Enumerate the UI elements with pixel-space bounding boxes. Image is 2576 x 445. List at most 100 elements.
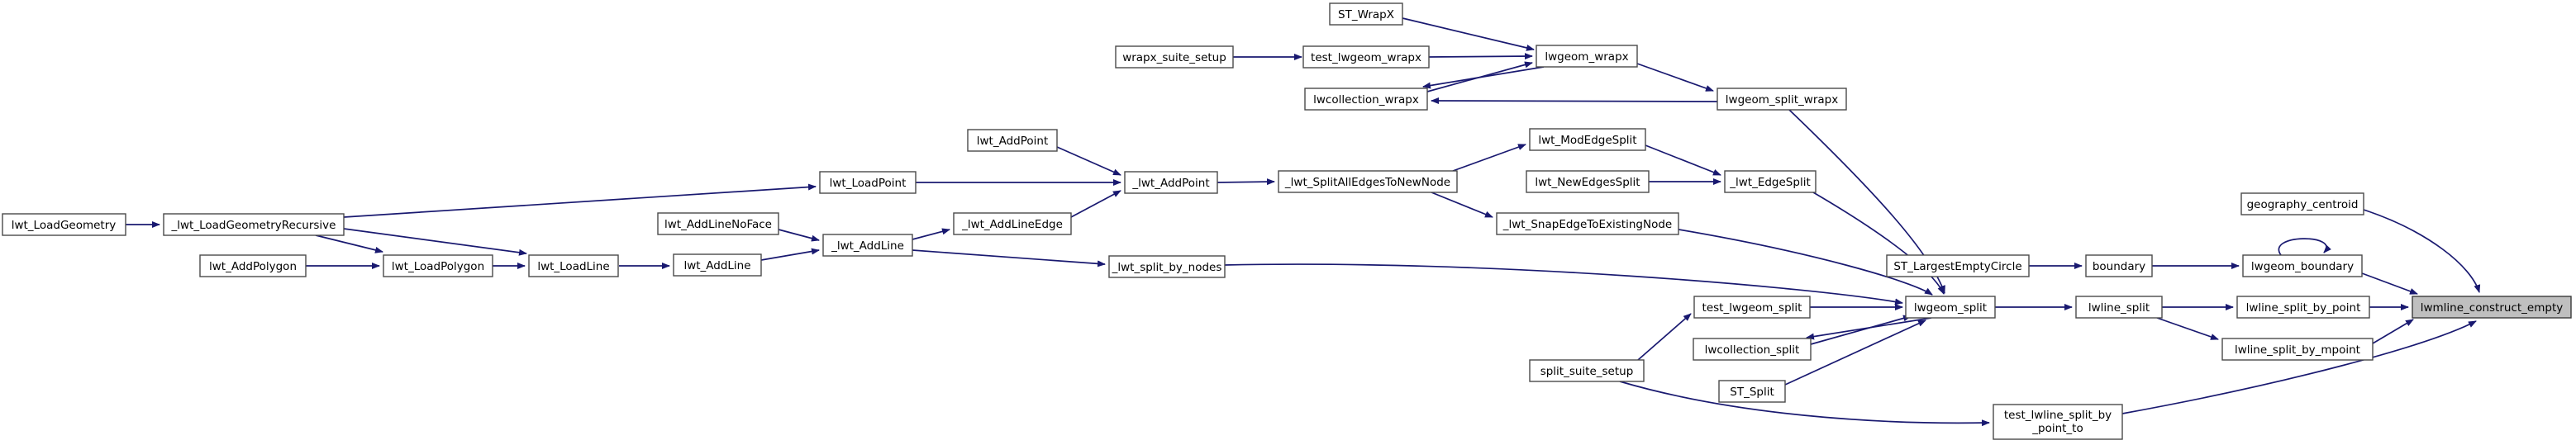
node-lwt-addlineedge[interactable]: _lwt_AddLineEdge	[953, 212, 1072, 235]
node-label[interactable]: _lwt_SplitAllEdgesToNewNode	[1284, 176, 1450, 189]
node-label[interactable]: lwt_AddPolygon	[209, 260, 297, 273]
node-boundary[interactable]: boundary	[2085, 254, 2153, 277]
node-lwt-loadgeometryrecursive[interactable]: _lwt_LoadGeometryRecursive	[163, 213, 345, 236]
node-lwt-snapedgetoexistingnode[interactable]: _lwt_SnapEdgeToExistingNode	[1496, 212, 1679, 235]
node-lwt-splitalledgestonewnode[interactable]: _lwt_SplitAllEdgesToNewNode	[1278, 170, 1458, 193]
node-label[interactable]: _lwt_AddPoint	[1131, 177, 1209, 190]
node-lwt-loadpolygon[interactable]: lwt_LoadPolygon	[383, 254, 493, 277]
edge-layer	[126, 17, 2481, 427]
node-label[interactable]: lwmline_construct_empty	[2421, 301, 2564, 315]
node-lwt-loadline[interactable]: lwt_LoadLine	[528, 254, 619, 277]
node-lwmline-construct-empty[interactable]: lwmline_construct_empty	[2412, 296, 2572, 319]
node-label[interactable]: test_lwgeom_split	[1702, 301, 1802, 315]
node-label[interactable]: test_lwgeom_wrapx	[1311, 51, 1421, 64]
edge-st-split-to-lwgeom-split	[1784, 320, 1926, 386]
node-label[interactable]: lwgeom_boundary	[2251, 260, 2354, 273]
node-label[interactable]: lwcollection_wrapx	[1313, 93, 1419, 107]
node-label[interactable]: lwcollection_split	[1705, 343, 1800, 357]
node-lwgeom-boundary[interactable]: lwgeom_boundary	[2242, 254, 2363, 277]
node-lwt-loadpoint[interactable]: lwt_LoadPoint	[819, 171, 917, 194]
node-st-largestemptycircle[interactable]: ST_LargestEmptyCircle	[1886, 254, 2030, 277]
node-lwt-modedgesplit[interactable]: lwt_ModEdgeSplit	[1529, 128, 1646, 151]
node-label[interactable]: lwgeom_split	[1914, 301, 1987, 315]
node-label[interactable]: _lwt_LoadGeometryRecursive	[171, 219, 336, 232]
edge-test-lwgeom-wrapx-to-lwgeom-wrapx	[1428, 53, 1533, 60]
node-lwt-addpoint-private[interactable]: _lwt_AddPoint	[1124, 171, 1218, 194]
node-lwline-split-by-point[interactable]: lwline_split_by_point	[2236, 296, 2370, 319]
node-label[interactable]: lwline_split	[2088, 301, 2150, 315]
node-lwline-split[interactable]: lwline_split	[2075, 296, 2163, 319]
node-label[interactable]: _lwt_SnapEdgeToExistingNode	[1502, 218, 1672, 231]
node-label[interactable]: lwgeom_wrapx	[1545, 50, 1628, 64]
edge-lwt-addline-priv-to-split-by-nodes	[912, 249, 1106, 267]
node-lwt-addpoint[interactable]: lwt_AddPoint	[967, 129, 1058, 152]
node-label[interactable]: split_suite_setup	[1540, 365, 1634, 378]
node-test-lwgeom-split[interactable]: test_lwgeom_split	[1693, 296, 1811, 319]
node-lwgeom-split[interactable]: lwgeom_split	[1905, 296, 1996, 319]
edge-addlineedge-to-addpoint-priv	[1070, 190, 1121, 218]
node-lwt-split-by-nodes[interactable]: _lwt_split_by_nodes	[1108, 255, 1226, 278]
node-lwt-loadgeometry[interactable]: lwt_LoadGeometry	[2, 213, 126, 236]
node-test-lwgeom-wrapx[interactable]: test_lwgeom_wrapx	[1302, 45, 1430, 69]
node-lwt-addline[interactable]: lwt_AddLine	[673, 253, 762, 277]
node-lwline-split-by-mpoint[interactable]: lwline_split_by_mpoint	[2221, 338, 2374, 361]
node-lwt-addline-private[interactable]: _lwt_AddLine	[822, 234, 913, 257]
node-label[interactable]: geography_centroid	[2247, 198, 2359, 211]
node-label[interactable]: lwt_AddPoint	[977, 135, 1049, 148]
edge-split-suite-setup-to-test-lwline-split	[1619, 381, 1990, 427]
node-st-split[interactable]: ST_Split	[1718, 380, 1786, 403]
edge-lwcollection-split-to-lwgeom-split	[1810, 315, 1912, 345]
edge-recursive-to-lwt-loadline	[343, 228, 527, 256]
edge-lwline-split-to-by-mpoint	[2156, 317, 2219, 340]
node-label[interactable]: lwt_LoadGeometry	[12, 219, 117, 232]
node-label[interactable]: test_lwline_split_by_point_to	[2004, 409, 2112, 435]
node-lwgeom-split-wrapx[interactable]: lwgeom_split_wrapx	[1717, 88, 1847, 111]
node-label[interactable]: _lwt_AddLineEdge	[961, 218, 1063, 231]
edge-lwt-addpoint-to-addpoint-priv	[1056, 146, 1121, 176]
edge-recursive-to-lwt-loadpolygon	[315, 234, 383, 253]
edge-st-wrapx-to-lwgeom-wrapx	[1402, 17, 1535, 51]
node-label[interactable]: lwt_LoadLine	[537, 260, 609, 273]
node-lwcollection-split[interactable]: lwcollection_split	[1693, 338, 1812, 361]
node-label[interactable]: lwt_ModEdgeSplit	[1538, 134, 1636, 147]
node-st-wrapx[interactable]: ST_WrapX	[1329, 2, 1403, 26]
node-label[interactable]: lwt_AddLine	[683, 259, 750, 272]
edge-edgesplit-to-lwgeom-split	[1812, 192, 1945, 295]
node-label[interactable]: ST_LargestEmptyCircle	[1893, 260, 2021, 273]
node-label[interactable]: lwt_LoadPolygon	[392, 260, 484, 273]
node-lwt-newedgessplit[interactable]: lwt_NewEdgesSplit	[1526, 170, 1650, 193]
node-label[interactable]: lwt_LoadPoint	[830, 177, 907, 190]
edge-lwt-addline-to-lwt-addline-priv	[760, 248, 820, 261]
node-split-suite-setup[interactable]: split_suite_setup	[1529, 359, 1645, 382]
node-wrapx-suite-setup[interactable]: wrapx_suite_setup	[1115, 45, 1234, 69]
node-label[interactable]: _lwt_split_by_nodes	[1112, 261, 1222, 274]
node-label[interactable]: lwline_split_by_point	[2246, 301, 2361, 315]
node-label[interactable]: _lwt_EdgeSplit	[1729, 176, 1811, 189]
edge-lwcollection-wrapx-to-lwgeom-wrapx	[1426, 61, 1533, 92]
node-lwt-edgesplit[interactable]: _lwt_EdgeSplit	[1724, 170, 1817, 193]
node-lwt-addpolygon[interactable]: lwt_AddPolygon	[199, 254, 307, 277]
node-label[interactable]: lwt_AddLineNoFace	[664, 218, 772, 231]
node-test-lwline-split-by-point-to[interactable]: test_lwline_split_by_point_to	[1993, 404, 2123, 440]
edge-lwgeom-boundary-self-loop	[2278, 238, 2332, 256]
node-lwcollection-wrapx[interactable]: lwcollection_wrapx	[1304, 88, 1428, 111]
edge-test-lwline-split-to-lwmline	[2121, 320, 2477, 414]
node-label[interactable]: lwline_split_by_mpoint	[2235, 343, 2360, 357]
node-lwgeom-wrapx[interactable]: lwgeom_wrapx	[1536, 45, 1638, 68]
node-lwt-addlinenoface[interactable]: lwt_AddLineNoFace	[657, 212, 779, 235]
node-label[interactable]: ST_Split	[1730, 386, 1774, 399]
node-label[interactable]: ST_WrapX	[1338, 8, 1394, 21]
node-label[interactable]: _lwt_AddLine	[831, 239, 904, 253]
node-label[interactable]: boundary	[2093, 260, 2145, 273]
edge-split-suite-setup-to-test-lwgeom-split	[1637, 313, 1692, 361]
node-label[interactable]: lwt_NewEdgesSplit	[1535, 176, 1640, 189]
edge-recursive-to-lwt-loadpoint	[343, 183, 817, 218]
edge-lwgeom-boundary-to-lwmline	[2361, 272, 2418, 295]
edge-splitalledges-to-snapedge	[1431, 192, 1493, 218]
node-label[interactable]: lwgeom_split_wrapx	[1726, 93, 1838, 107]
node-geography-centroid[interactable]: geography_centroid	[2240, 192, 2364, 215]
node-label[interactable]: wrapx_suite_setup	[1122, 51, 1226, 64]
